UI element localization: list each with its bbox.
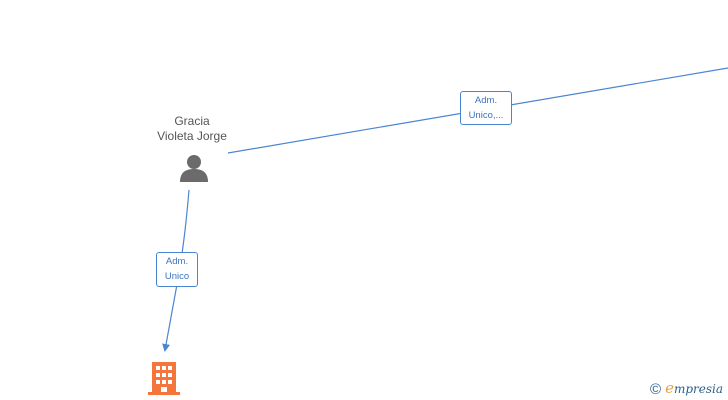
- edge-label-role-1[interactable]: Adm. Unico,...: [460, 91, 512, 125]
- edge-label-role-2[interactable]: Adm. Unico: [156, 252, 198, 287]
- edge-label-line2: Unico: [164, 271, 190, 282]
- edge-label-line2: Unico,...: [468, 110, 504, 121]
- building-icon[interactable]: [148, 362, 180, 395]
- empresia-watermark: ©empresia: [650, 379, 723, 398]
- copyright-icon: ©: [650, 381, 662, 398]
- brand-name: mpresia: [673, 382, 724, 396]
- edge-label-line1: Adm.: [474, 95, 498, 106]
- person-name-label[interactable]: Gracia Violeta Jorge: [142, 114, 242, 144]
- person-name-line2: Violeta Jorge: [157, 129, 227, 143]
- person-icon[interactable]: [180, 155, 208, 182]
- brand-initial: e: [665, 379, 674, 397]
- person-name-line1: Gracia: [174, 114, 210, 128]
- edge-label-line1: Adm.: [165, 256, 189, 267]
